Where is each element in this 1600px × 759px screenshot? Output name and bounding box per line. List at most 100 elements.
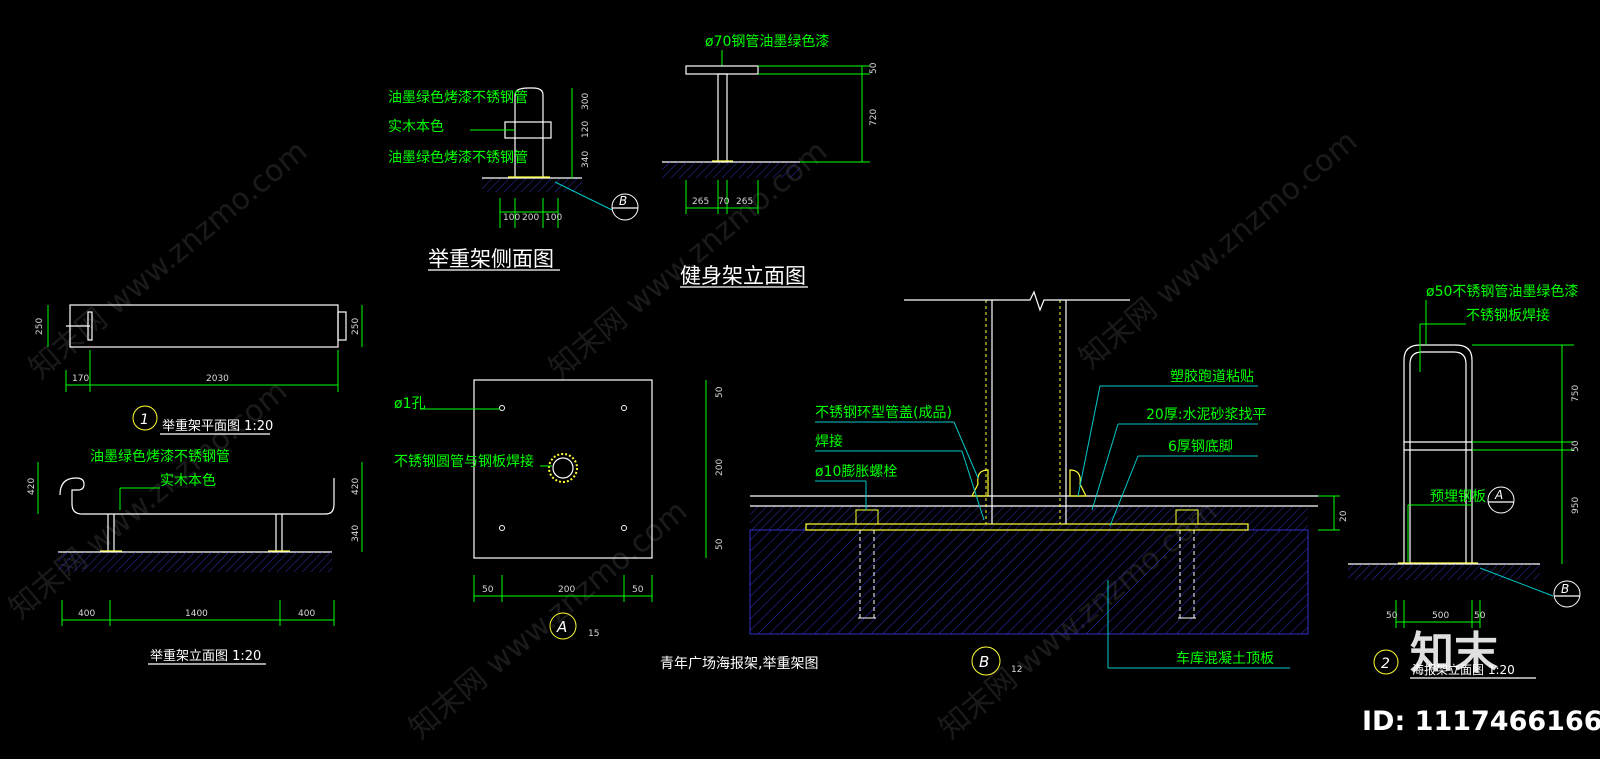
side-dim-v: 300 xyxy=(581,93,591,110)
brand-logo: 知末 xyxy=(1410,628,1498,679)
plan-stop xyxy=(87,311,93,341)
anchor-bolt xyxy=(855,509,879,619)
view-number-circle xyxy=(1373,649,1399,675)
detail-b: 塑胶跑道粘贴 20厚:水泥砂浆找平 6厚钢底脚 不锈钢环型管盖(成品) 焊接 ø… xyxy=(749,290,1349,676)
concrete-slab xyxy=(750,530,1308,634)
detail-b-label: ø10膨胀螺栓 xyxy=(815,463,897,480)
watermark: 知末网 www.znzmo.com xyxy=(23,134,314,386)
poster-dim-v: 50 xyxy=(1571,440,1581,452)
poster-dim-h: 50 xyxy=(1386,611,1398,621)
bolt-hole xyxy=(499,405,505,411)
callout-b-circle xyxy=(971,646,1001,676)
detail-a-label-hole: ø1孔 xyxy=(394,396,425,412)
steel-base xyxy=(805,523,1249,531)
detail-b-label: 不锈钢环型管盖(成品) xyxy=(815,405,952,421)
detail-b-scale: 12 xyxy=(1011,665,1022,675)
poster-dim-h: 500 xyxy=(1432,611,1449,621)
ground-hatch xyxy=(482,178,582,192)
detail-b-label: 20厚:水泥砂浆找平 xyxy=(1146,407,1267,423)
watermark: 知末网 www.znzmo.com xyxy=(403,494,694,746)
bolt-hole xyxy=(621,525,627,531)
detail-b-label: 车库混凝土顶板 xyxy=(1176,650,1274,667)
fitness-dim-h: 265 xyxy=(692,197,709,207)
watermark: 知末网 www.znzmo.com xyxy=(1073,124,1364,376)
fitness-dim-h: 265 xyxy=(736,197,753,207)
detail-a-scale: 15 xyxy=(588,629,599,639)
side-label-pipe-bottom: 油墨绿色烤漆不锈钢管 xyxy=(388,149,528,166)
poster-label-pipe: ø50不锈钢管油墨绿色漆 xyxy=(1426,283,1578,300)
callout-a-circle xyxy=(1487,486,1515,514)
side-dim-v: 340 xyxy=(581,151,591,168)
detail-a-dim-h: 50 xyxy=(632,585,644,595)
plan-dim-h: 2030 xyxy=(206,374,229,384)
plan-dim-v: 250 xyxy=(35,318,45,335)
ground-hatch xyxy=(662,162,800,178)
detail-b-dim: 20 xyxy=(1339,510,1349,522)
weld-ring xyxy=(548,453,578,483)
elev-dim-h: 1400 xyxy=(185,609,208,619)
poster-dim-h: 50 xyxy=(1474,611,1486,621)
poster-dim-v: 950 xyxy=(1571,497,1581,514)
detail-a-dim-h: 200 xyxy=(558,585,575,595)
poster-view: ø50不锈钢管油墨绿色漆 不锈钢板焊接 预埋钢板 A B 750 50 950 … xyxy=(1348,283,1581,679)
callout-a-circle xyxy=(549,612,577,640)
fitness-label: ø70钢管油墨绿色漆 xyxy=(705,33,829,50)
callout-b: B xyxy=(619,194,627,208)
side-label-wood: 实木本色 xyxy=(388,118,444,135)
ground-hatch xyxy=(1348,564,1540,580)
leader-line xyxy=(1077,385,1101,497)
brand-id: ID: 1117466166 xyxy=(1362,706,1600,737)
leader-line xyxy=(1109,455,1139,527)
plan-dim-v: 250 xyxy=(351,318,361,335)
poster-label-embedded: 预埋钢板 xyxy=(1430,489,1486,505)
callout-a: A xyxy=(556,618,567,636)
elev-dim-h: 400 xyxy=(78,609,95,619)
side-dim-h: 200 xyxy=(522,213,539,223)
detail-a-dim-h: 50 xyxy=(482,585,494,595)
side-dim-h: 100 xyxy=(503,213,520,223)
ground-hatch xyxy=(58,552,332,572)
callout-a: A xyxy=(1494,488,1503,502)
plan-number: 1 xyxy=(140,412,149,428)
plate-outline xyxy=(473,379,653,559)
fitness-dim-h: 70 xyxy=(718,197,730,207)
poster-frame-outer xyxy=(1403,344,1473,564)
ring-cap xyxy=(1069,469,1087,497)
elev-frame xyxy=(59,477,335,515)
mortar-layer xyxy=(750,506,1308,530)
poster-number: 2 xyxy=(1381,656,1390,672)
side-dim-v: 120 xyxy=(581,121,591,138)
ring-cap xyxy=(971,469,989,497)
poster-frame-inner xyxy=(1409,351,1467,564)
callout-leader xyxy=(1479,567,1554,597)
detail-a: ø1孔 不锈钢圆管与钢板焊接 50 200 50 50 200 50 A 15 xyxy=(394,379,725,640)
elev-dim-v: 420 xyxy=(27,478,37,495)
side-view: 油墨绿色烤漆不锈钢管 实木本色 油墨绿色烤漆不锈钢管 300 120 340 1… xyxy=(388,87,639,271)
break-line xyxy=(904,290,1130,312)
callout-b: B xyxy=(979,653,989,671)
elev-label-wood: 实木本色 xyxy=(160,472,216,489)
poster-dim-v: 750 xyxy=(1571,385,1581,402)
side-dim-h: 100 xyxy=(545,213,562,223)
side-view-title: 举重架侧面图 xyxy=(428,247,554,271)
leader-line xyxy=(1091,423,1119,511)
elevation-view: 油墨绿色烤漆不锈钢管 实木本色 420 420 340 400 1400 400… xyxy=(27,448,363,665)
elev-view-title: 举重架立面图 1:20 xyxy=(150,648,261,664)
fitness-view-title: 健身架立面图 xyxy=(680,264,806,288)
fitness-dim-v: 50 xyxy=(869,62,879,74)
elev-dim-v: 340 xyxy=(351,525,361,542)
anchor-bolt xyxy=(1175,509,1199,619)
plan-view-title: 举重架平面图 1:20 xyxy=(162,418,273,434)
fitness-dim-v: 720 xyxy=(869,109,879,126)
elev-dim-h: 400 xyxy=(298,609,315,619)
drawing-title: 青年广场海报架,举重架图 xyxy=(660,656,818,672)
elev-dim-v: 420 xyxy=(351,478,361,495)
leader-line xyxy=(953,421,979,479)
callout-b-circle xyxy=(611,193,639,221)
callout-b: B xyxy=(1561,582,1569,596)
detail-a-label-weld: 不锈钢圆管与钢板焊接 xyxy=(394,453,534,470)
poster-label-plate: 不锈钢板焊接 xyxy=(1466,307,1550,324)
plan-dim-h: 170 xyxy=(72,374,89,384)
callout-b-circle xyxy=(1553,580,1581,608)
